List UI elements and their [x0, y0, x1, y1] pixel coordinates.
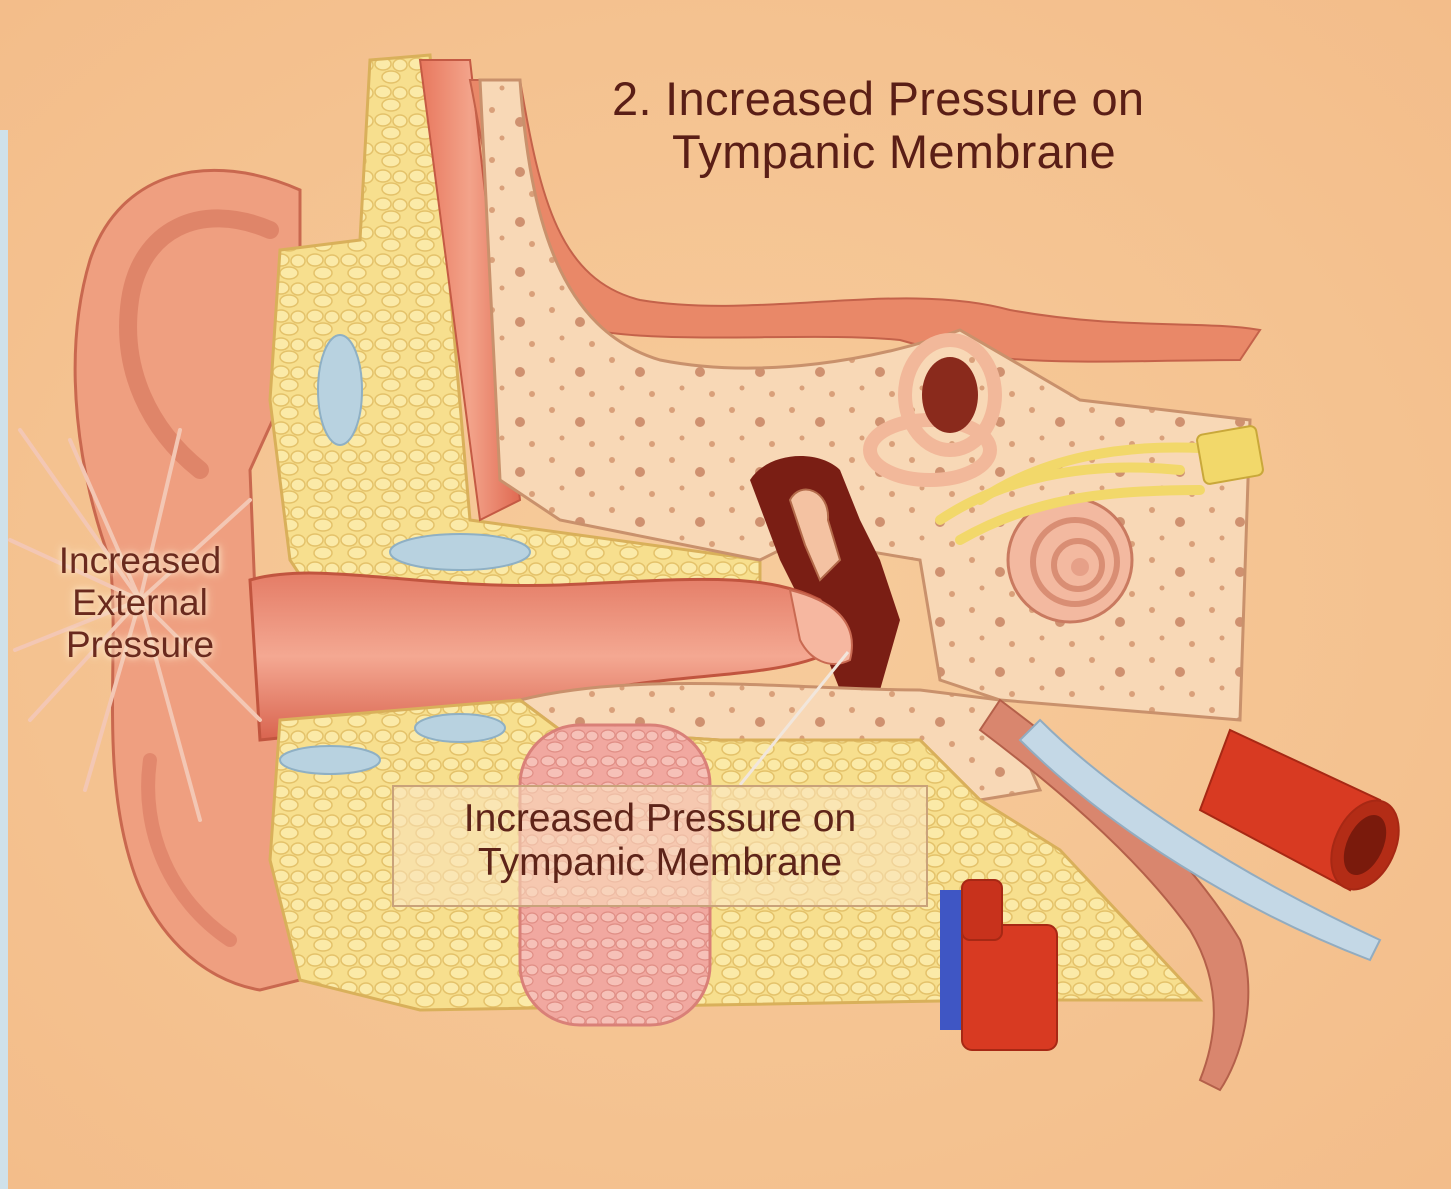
- external-label-line-1: Increased: [20, 540, 260, 582]
- title-line-2: Tympanic Membrane: [612, 125, 1144, 178]
- cartilage-lower-a: [280, 746, 380, 774]
- membrane-pressure-label: Increased Pressure on Tympanic Membrane: [392, 797, 928, 885]
- jugular-vein: [940, 890, 962, 1030]
- cartilage-mid: [390, 534, 530, 570]
- cartilage-upper: [318, 335, 362, 445]
- cochlea: [1008, 498, 1132, 622]
- membrane-label-line-2: Tympanic Membrane: [392, 841, 928, 885]
- title-line-1: 2. Increased Pressure on: [612, 72, 1144, 125]
- membrane-label-line-1: Increased Pressure on: [392, 797, 928, 841]
- external-label-line-3: Pressure: [20, 624, 260, 666]
- external-pressure-label: Increased External Pressure: [20, 540, 260, 665]
- diagram-title: 2. Increased Pressure on Tympanic Membra…: [612, 72, 1144, 178]
- cartilage-lower-b: [415, 714, 505, 742]
- semicircular-canals-lumen: [922, 357, 978, 433]
- nerve-stub: [1196, 425, 1264, 485]
- external-label-line-2: External: [20, 582, 260, 624]
- left-edge-strip: [0, 130, 8, 1189]
